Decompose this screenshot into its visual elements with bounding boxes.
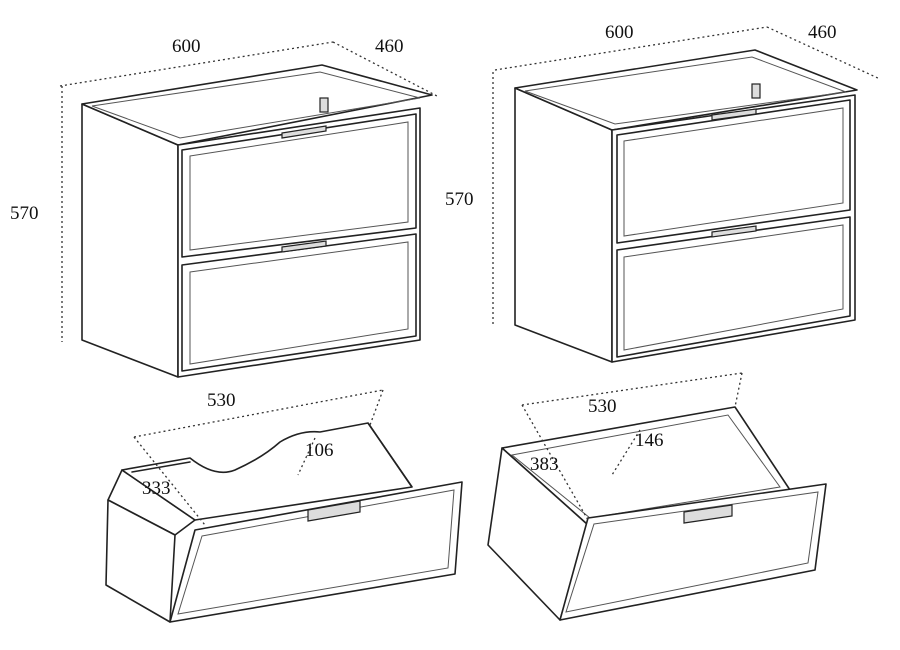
left-drawer-depth-label: 333: [142, 478, 171, 499]
right-width-label: 600: [605, 22, 634, 43]
right-drawer: [487, 372, 827, 621]
right-cabinet: [492, 26, 881, 363]
right-drawer-width-label: 530: [588, 396, 617, 417]
right-height-label: 570: [445, 189, 474, 210]
left-drawer-cutout-label: 106: [305, 440, 334, 461]
left-width-label: 600: [172, 36, 201, 57]
left-drawer: [105, 389, 463, 623]
right-drawer-inner-label: 146: [635, 430, 664, 451]
right-depth-label: 460: [808, 22, 837, 43]
left-drawer-width-label: 530: [207, 390, 236, 411]
left-depth-label: 460: [375, 36, 404, 57]
right-drawer-depth-label: 383: [530, 454, 559, 475]
left-cabinet: [59, 41, 438, 378]
left-height-label: 570: [10, 203, 39, 224]
